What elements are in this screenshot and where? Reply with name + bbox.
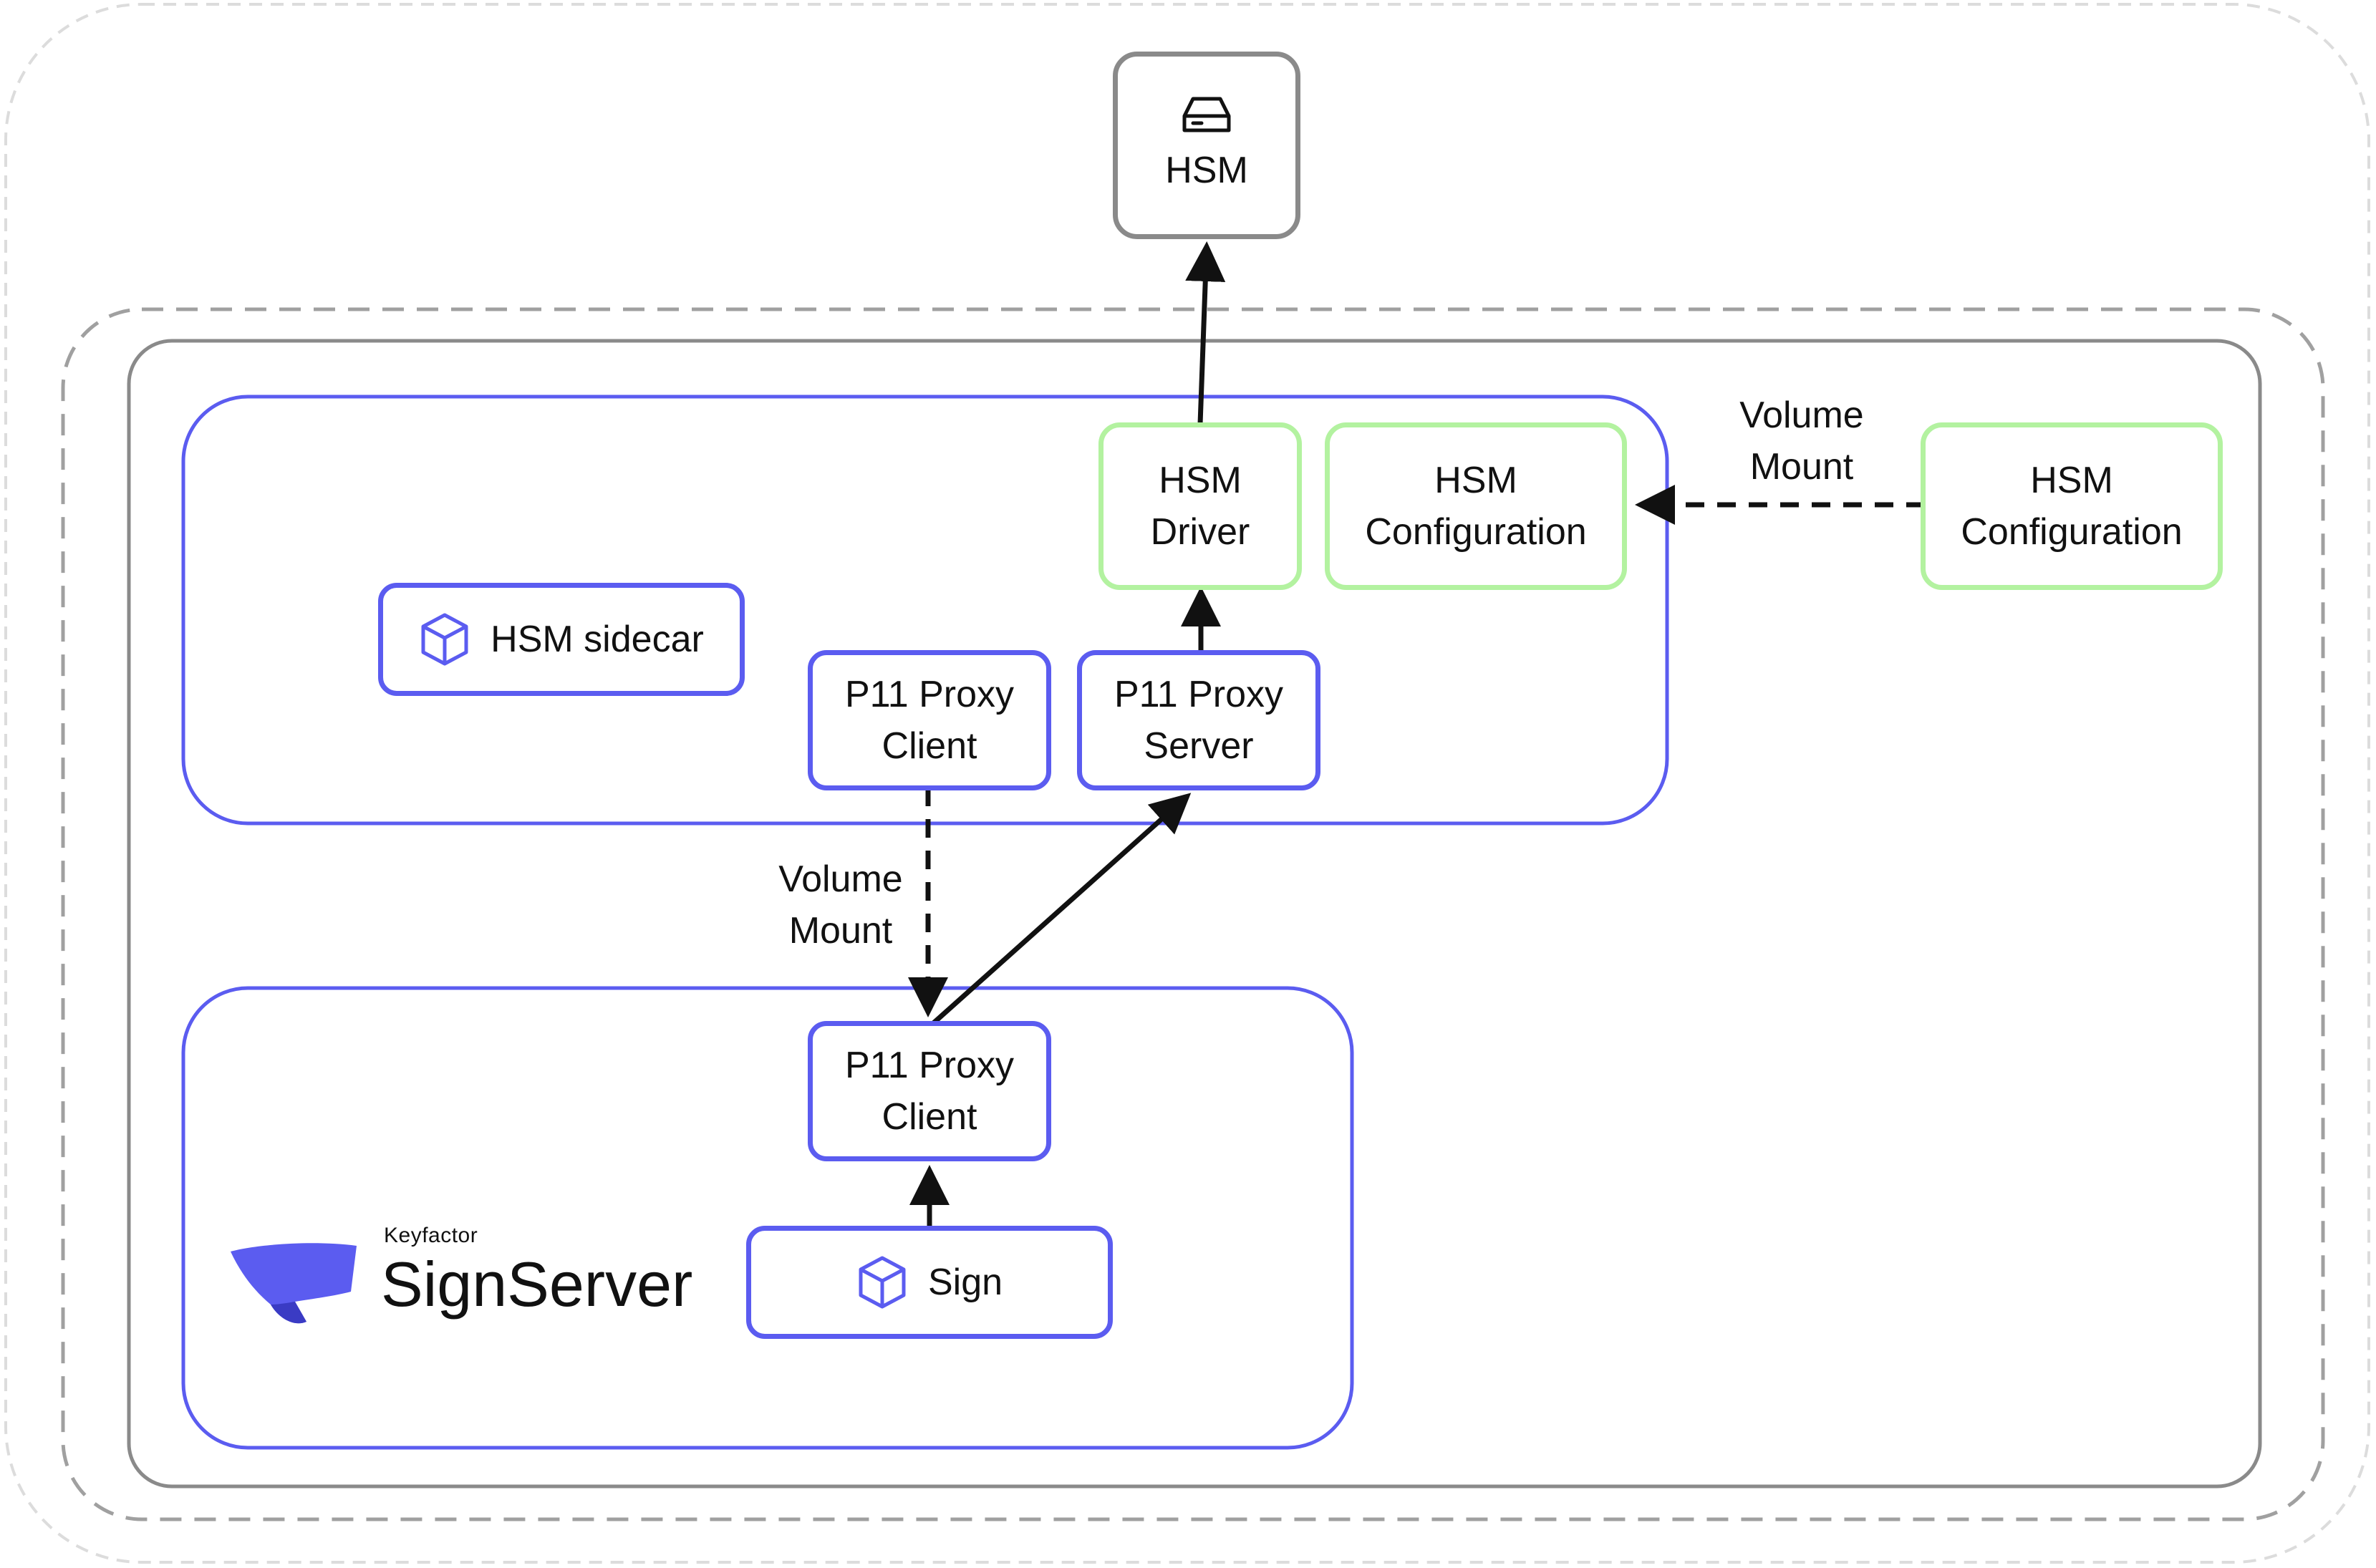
p11-proxy-client-sidecar-node[interactable]: P11 Proxy Client (808, 650, 1051, 790)
volume-mount-client-label: Volume Mount (778, 858, 903, 952)
p11-proxy-client-signserver-node[interactable]: P11 Proxy Client (808, 1021, 1051, 1161)
hsm-configuration-external-label: HSM Configuration (1961, 460, 2183, 553)
sign-label: Sign (927, 1262, 1003, 1303)
brand-signserver-text: SignServer (381, 1249, 693, 1320)
volume-mount-config-label: Volume Mount (1739, 395, 1864, 488)
brand-keyfactor-text: Keyfactor (384, 1224, 478, 1247)
hsm-configuration-external-node[interactable]: HSM Configuration (1921, 422, 2223, 590)
hsm-configuration-pod-node[interactable]: HSM Configuration (1325, 422, 1627, 590)
p11-proxy-server-node[interactable]: P11 Proxy Server (1077, 650, 1320, 790)
p11-proxy-client-signserver-label: P11 Proxy Client (844, 1045, 1015, 1138)
hsm-configuration-pod-label: HSM Configuration (1365, 460, 1587, 553)
outer-cluster-frame (4, 3, 2370, 1564)
cube-icon (856, 1255, 908, 1310)
hsm-driver-label: HSM Driver (1150, 460, 1250, 553)
node-frame (61, 307, 2325, 1521)
cube-icon (419, 612, 470, 667)
hsm-node[interactable]: HSM (1113, 52, 1300, 239)
hsm-sidecar-label: HSM sidecar (491, 619, 704, 660)
edge-driver-to-hsm (1185, 241, 1226, 425)
p11-proxy-server-label: P11 Proxy Server (1114, 674, 1284, 767)
hsm-label: HSM (1165, 150, 1248, 191)
sign-badge[interactable]: Sign (746, 1226, 1113, 1339)
storage-drive-icon (1180, 95, 1233, 135)
signserver-brand: Keyfactor SignServer (228, 1223, 729, 1330)
p11-proxy-client-sidecar-label: P11 Proxy Client (844, 674, 1015, 767)
signserver-container (181, 986, 1354, 1450)
pod-frame (127, 339, 2262, 1489)
hsm-sidecar-badge[interactable]: HSM sidecar (378, 583, 745, 696)
hsm-sidecar-container (181, 395, 1669, 826)
signserver-logo-icon (231, 1243, 357, 1324)
edge-client-to-server (929, 793, 1192, 1027)
hsm-driver-node[interactable]: HSM Driver (1098, 422, 1302, 590)
